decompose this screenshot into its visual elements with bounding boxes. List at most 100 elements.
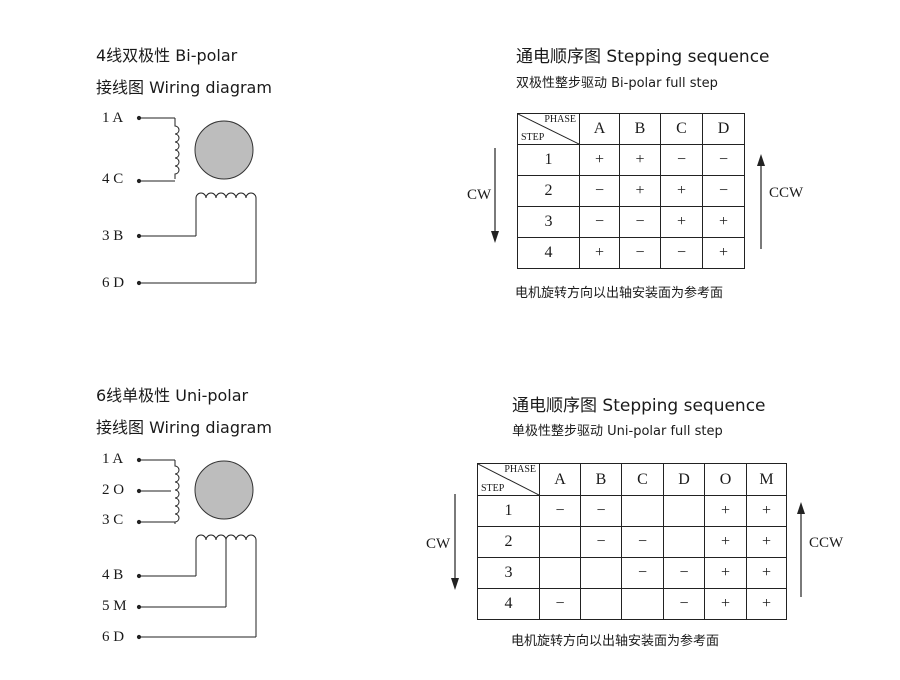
winding-aoc xyxy=(174,460,180,524)
bipolar-pin-b: 3 B xyxy=(102,228,124,244)
step-cell: 4 xyxy=(517,237,580,269)
phase-cell: + xyxy=(746,526,787,558)
column-header: C xyxy=(621,463,664,496)
phase-cell: − xyxy=(619,206,661,238)
phase-cell: + xyxy=(704,526,747,558)
phase-cell: − xyxy=(660,144,703,176)
bipolar-ccw-arrow xyxy=(757,154,765,249)
step-cell: 3 xyxy=(517,206,580,238)
phase-cell xyxy=(621,495,664,527)
phase-cell: + xyxy=(704,495,747,527)
unipolar-ccw-arrow xyxy=(797,502,805,597)
phase-cell xyxy=(663,526,705,558)
rotor-circle xyxy=(194,120,254,180)
bipolar-ccw-label: CCW xyxy=(769,185,804,201)
bipolar-pin-d: 6 D xyxy=(102,275,125,291)
phase-cell xyxy=(580,588,622,620)
phase-cell: − xyxy=(580,495,622,527)
unipolar-pin-c: 3 C xyxy=(102,512,124,528)
step-cell: 1 xyxy=(517,144,580,176)
phase-cell: + xyxy=(660,206,703,238)
bipolar-pin-c: 4 C xyxy=(102,171,124,187)
unipolar-cw-arrow xyxy=(451,494,459,590)
phase-cell: − xyxy=(539,495,581,527)
table-row: 1 + + − − xyxy=(517,144,745,176)
unipolar-cw-label: CW xyxy=(426,536,451,552)
table-row: 3 − − + + xyxy=(477,557,787,589)
phase-cell: + xyxy=(579,144,620,176)
step-cell: 1 xyxy=(477,495,540,527)
bipolar-seq-subtitle: 双极性整步驱动 Bi-polar full step xyxy=(516,76,718,91)
phase-cell: − xyxy=(619,237,661,269)
phase-cell: + xyxy=(660,175,703,207)
bipolar-wiring-diagram xyxy=(136,115,257,286)
phase-cell: − xyxy=(621,557,664,589)
bipolar-wiring-label: 接线图 Wiring diagram xyxy=(96,78,272,97)
terminal-dot xyxy=(136,178,142,184)
step-label: STEP xyxy=(521,132,545,143)
phase-cell: + xyxy=(619,175,661,207)
phase-cell: − xyxy=(702,175,745,207)
column-header: O xyxy=(704,463,747,496)
table-row: 2 − + + − xyxy=(517,175,745,207)
terminal-dot xyxy=(136,519,142,525)
bipolar-direction-note: 电机旋转方向以出轴安装面为参考面 xyxy=(515,286,724,301)
step-cell: 2 xyxy=(517,175,580,207)
unipolar-sequence-table: PHASE STEP A B C D O M 1 − − + + 2 − − +… xyxy=(477,463,787,620)
winding-bd xyxy=(195,192,257,283)
phase-label: PHASE xyxy=(544,114,576,125)
winding-ac xyxy=(174,118,180,179)
unipolar-pin-m: 5 M xyxy=(102,598,127,614)
phase-cell xyxy=(621,588,664,620)
table-row: 4 − − + + xyxy=(477,588,787,620)
phase-cell: + xyxy=(746,588,787,620)
phase-cell: − xyxy=(660,237,703,269)
column-header: B xyxy=(619,113,661,145)
unipolar-pin-o: 2 O xyxy=(102,482,125,498)
phase-cell xyxy=(539,526,581,558)
phase-step-corner-cell: PHASE STEP xyxy=(517,113,580,145)
rotor-circle xyxy=(194,460,254,520)
unipolar-direction-note: 电机旋转方向以出轴安装面为参考面 xyxy=(511,634,720,649)
phase-cell: − xyxy=(539,588,581,620)
column-header: B xyxy=(580,463,622,496)
phase-cell: − xyxy=(663,588,705,620)
unipolar-seq-subtitle: 单极性整步驱动 Uni-polar full step xyxy=(512,424,723,439)
bipolar-title: 4线双极性 Bi-polar xyxy=(96,46,238,65)
column-header: M xyxy=(746,463,787,496)
column-header: C xyxy=(660,113,703,145)
column-header: A xyxy=(539,463,581,496)
unipolar-pin-b: 4 B xyxy=(102,567,124,583)
phase-cell: − xyxy=(621,526,664,558)
phase-cell: + xyxy=(579,237,620,269)
phase-label: PHASE xyxy=(504,464,536,475)
phase-cell: + xyxy=(702,237,745,269)
step-cell: 3 xyxy=(477,557,540,589)
phase-cell: − xyxy=(579,175,620,207)
unipolar-pin-a: 1 A xyxy=(102,451,124,467)
column-header: D xyxy=(702,113,745,145)
phase-cell: + xyxy=(704,557,747,589)
table-row: 3 − − + + xyxy=(517,206,745,238)
table-row: 4 + − − + xyxy=(517,237,745,269)
bipolar-pin-a: 1 A xyxy=(102,110,124,126)
phase-cell xyxy=(539,557,581,589)
column-header: A xyxy=(579,113,620,145)
column-header: D xyxy=(663,463,705,496)
phase-cell: + xyxy=(746,495,787,527)
phase-cell xyxy=(663,495,705,527)
phase-cell: − xyxy=(580,526,622,558)
phase-cell: − xyxy=(702,144,745,176)
table-row: 1 − − + + xyxy=(477,495,787,527)
unipolar-wiring-diagram xyxy=(136,457,257,640)
step-cell: 4 xyxy=(477,588,540,620)
table-header-row: PHASE STEP A B C D O M xyxy=(477,463,787,496)
phase-cell: + xyxy=(704,588,747,620)
phase-cell: + xyxy=(746,557,787,589)
unipolar-seq-title: 通电顺序图 Stepping sequence xyxy=(512,396,766,416)
unipolar-wiring-label: 接线图 Wiring diagram xyxy=(96,418,272,437)
phase-cell xyxy=(580,557,622,589)
unipolar-title: 6线单极性 Uni-polar xyxy=(96,386,249,405)
bipolar-sequence-table: PHASE STEP A B C D 1 + + − − 2 − + + − 3… xyxy=(517,113,745,269)
table-header-row: PHASE STEP A B C D xyxy=(517,113,745,145)
